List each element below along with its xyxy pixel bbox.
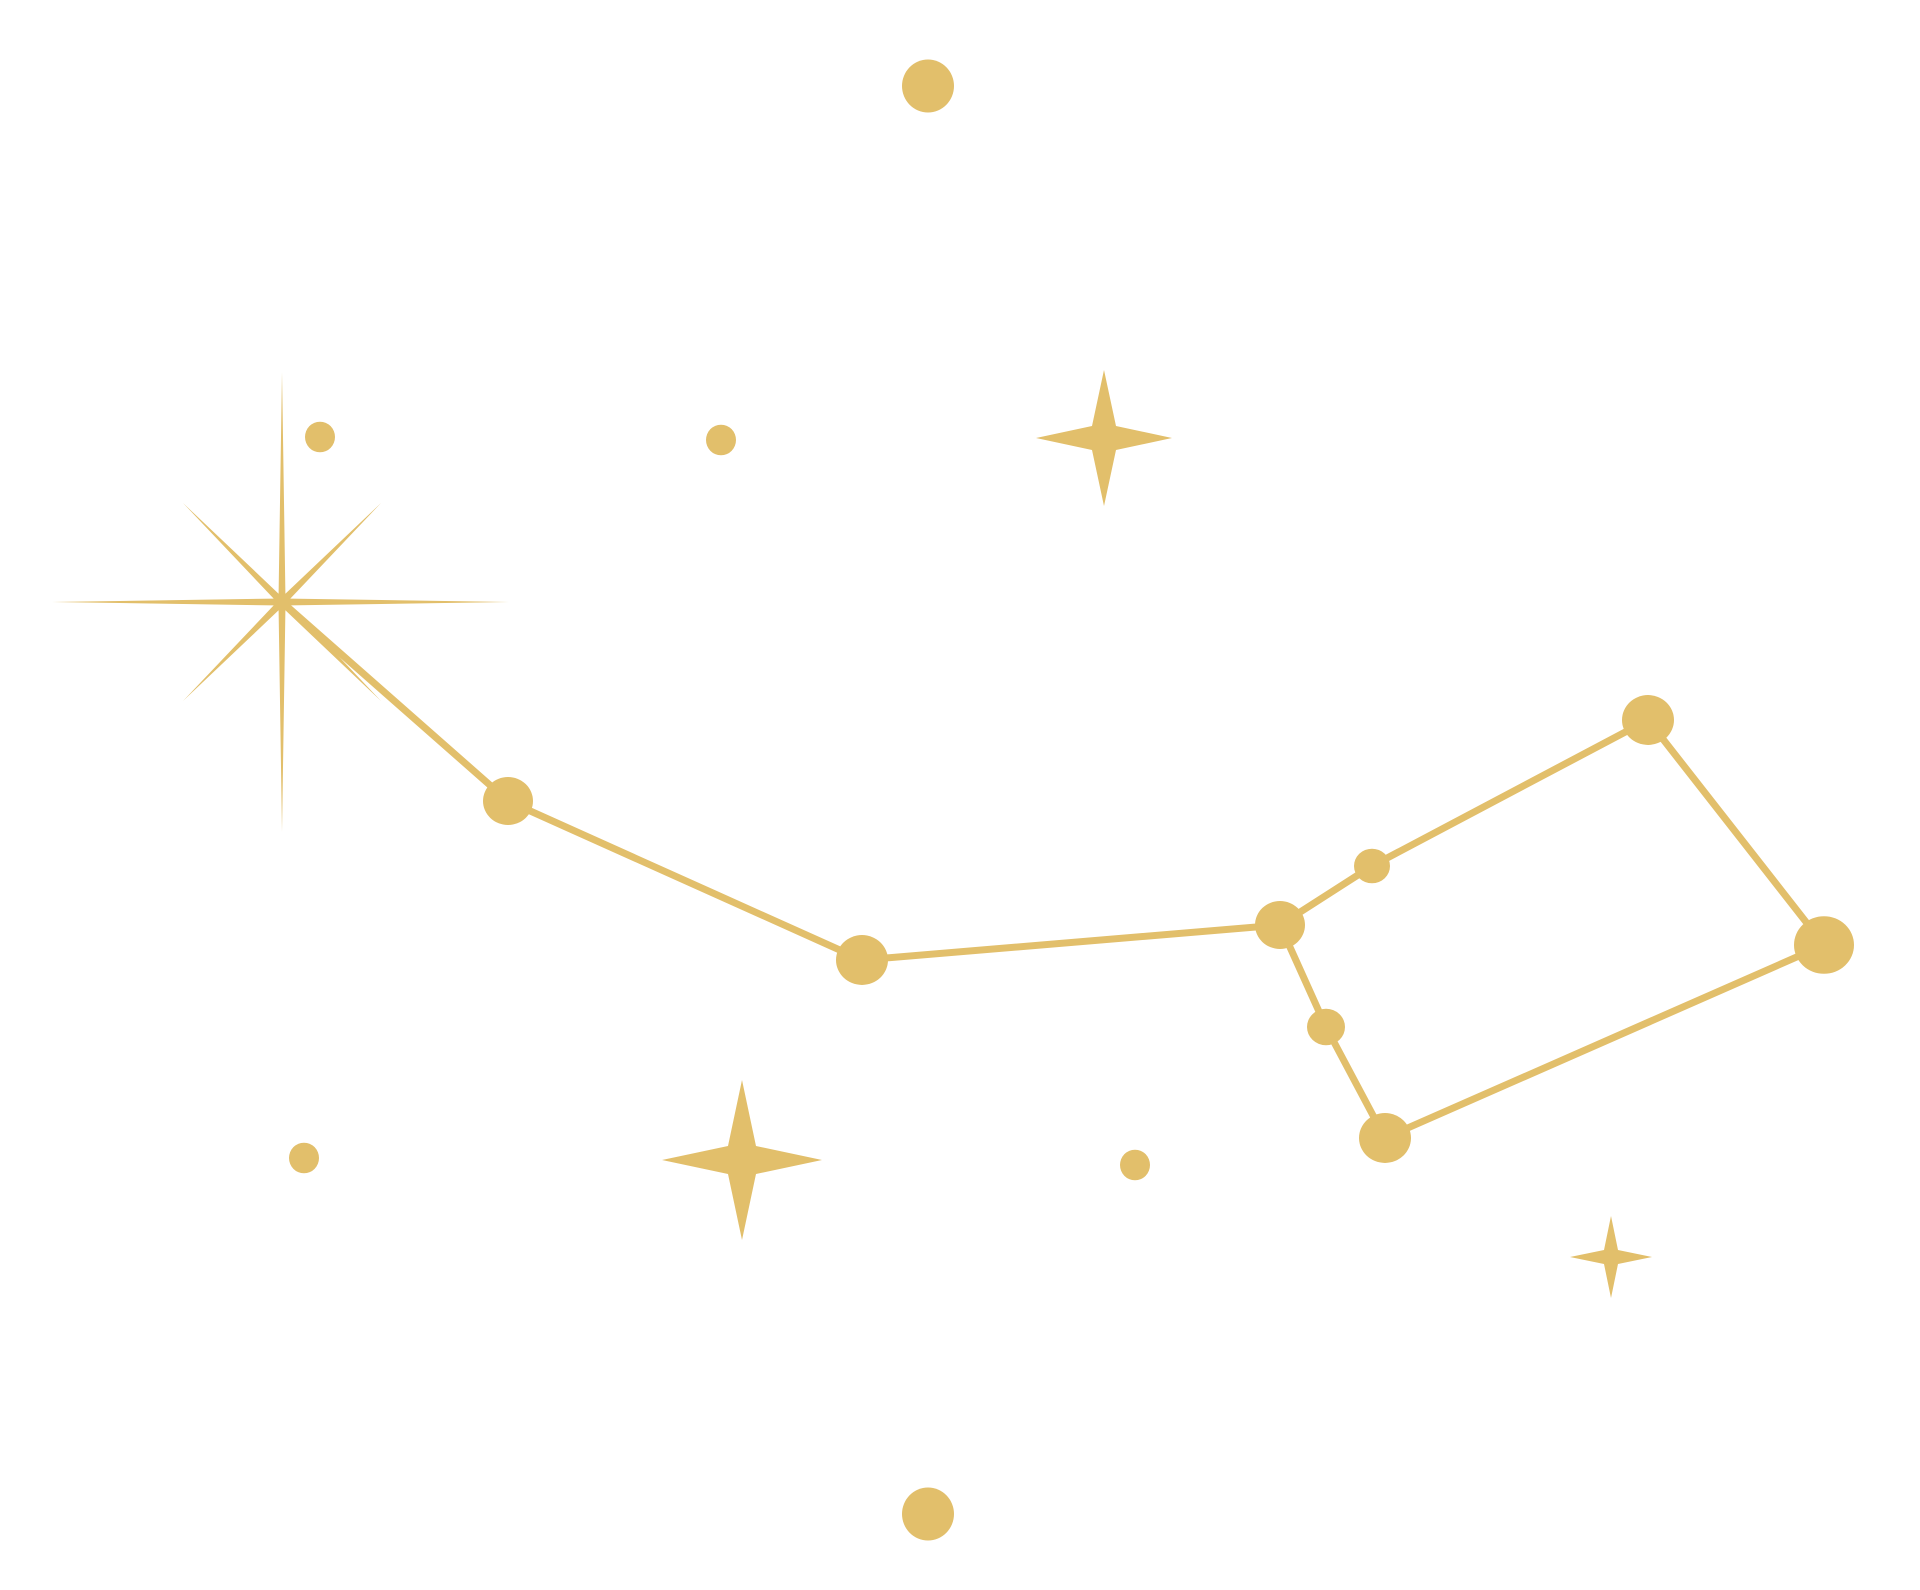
dot-star-icon xyxy=(1622,695,1674,745)
dot-star-icon xyxy=(305,421,335,453)
dot-star-icon xyxy=(706,424,736,456)
dot-star-icon xyxy=(1120,1149,1150,1181)
dot-stars xyxy=(289,59,1150,1541)
bright-star-icon xyxy=(52,372,512,832)
dot-star-icon xyxy=(1354,848,1390,884)
dot-star-icon xyxy=(902,1487,954,1541)
dot-star-icon xyxy=(483,777,533,825)
connector-line xyxy=(1368,716,1652,870)
connector-line xyxy=(504,797,866,964)
constellation-stars xyxy=(52,372,1854,1163)
dot-star-icon xyxy=(1359,1113,1411,1163)
dot-star-icon xyxy=(902,59,954,113)
connector-line xyxy=(1381,941,1828,1142)
connector-line xyxy=(858,921,1284,964)
dot-star-icon xyxy=(1794,916,1854,974)
connector-line xyxy=(1644,716,1828,949)
dot-star-icon xyxy=(289,1142,319,1174)
constellation-lines xyxy=(278,598,1828,1142)
dot-star-icon xyxy=(1307,1008,1345,1046)
sparkle-icon xyxy=(1036,370,1172,506)
sparkle-icon xyxy=(1570,1216,1652,1298)
dot-star-icon xyxy=(836,935,888,985)
sparkle-icon xyxy=(662,1080,822,1240)
dot-star-icon xyxy=(1255,901,1305,949)
sparkle-group xyxy=(662,370,1652,1298)
connector-line xyxy=(278,598,512,805)
